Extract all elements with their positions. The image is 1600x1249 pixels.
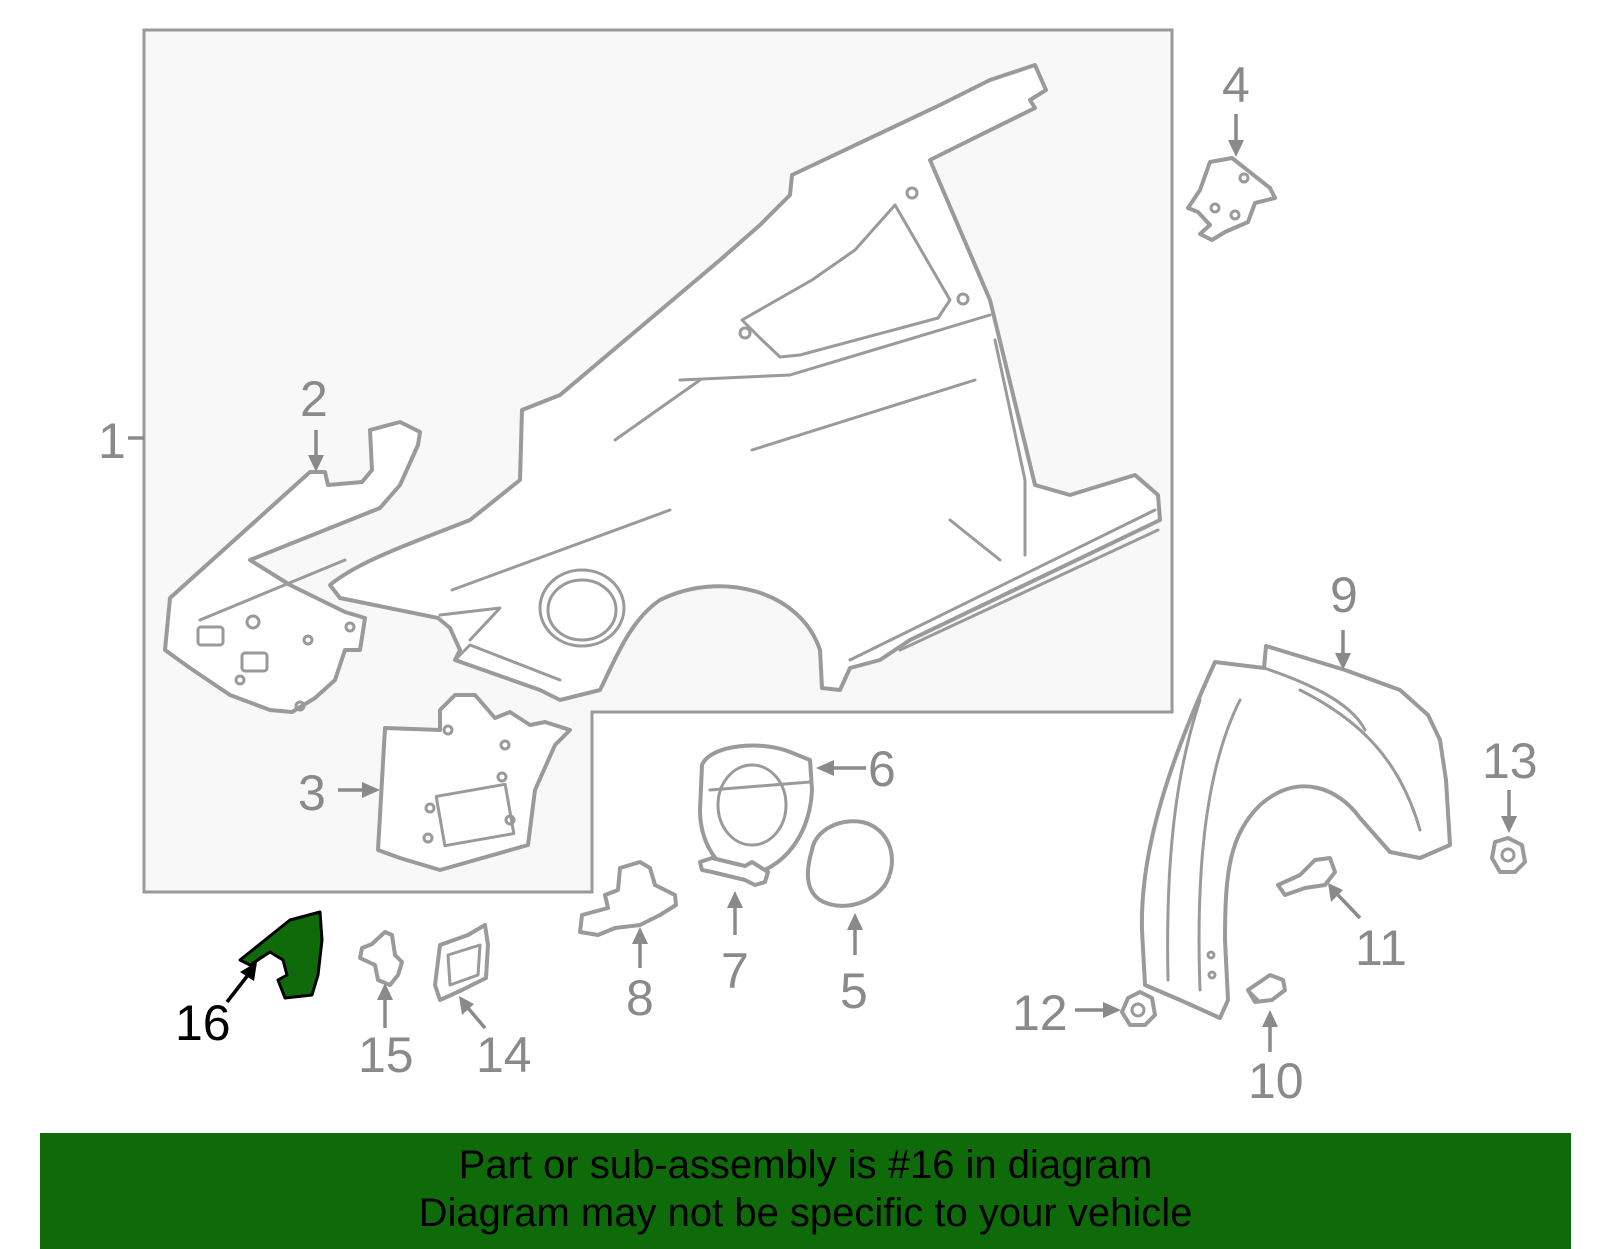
part-12-nut (1120, 990, 1157, 1027)
parts-diagram: 1 2 3 4 5 6 7 8 9 10 11 12 13 14 15 16 (98, 28, 1538, 1109)
leader-arrows (225, 114, 1517, 1052)
callout-8: 8 (626, 970, 654, 1026)
part-11-bolt (1276, 856, 1337, 897)
quarter-panel-part (328, 63, 1162, 702)
part-14-clip (433, 923, 490, 1002)
part-15-clip (358, 930, 404, 987)
callout-15: 15 (358, 1027, 414, 1083)
callout-6: 6 (868, 741, 896, 797)
part-8-bracket (578, 860, 678, 937)
callout-7: 7 (721, 943, 749, 999)
banner-line-1: Part or sub-assembly is #16 in diagram (458, 1143, 1153, 1187)
callout-9: 9 (1330, 567, 1358, 623)
info-banner: Part or sub-assembly is #16 in diagram D… (40, 1133, 1571, 1249)
callout-13: 13 (1482, 733, 1538, 789)
part-9-wheel-liner (1139, 644, 1452, 1020)
part-13-nut (1490, 836, 1527, 874)
part-7-fastener (698, 856, 770, 887)
callout-14: 14 (476, 1027, 532, 1083)
callout-12: 12 (1012, 985, 1068, 1041)
callout-3: 3 (298, 765, 326, 821)
banner-line-2: Diagram may not be specific to your vehi… (418, 1191, 1193, 1235)
callout-1: 1 (98, 413, 126, 469)
callout-2: 2 (300, 371, 328, 427)
callout-4: 4 (1222, 57, 1250, 113)
part-16-highlighted[interactable] (238, 910, 324, 1000)
part-10-bolt (1246, 973, 1287, 1004)
part-5-fuel-door (805, 819, 894, 908)
part-2-bracket (163, 420, 422, 714)
callout-16[interactable]: 16 (175, 995, 231, 1051)
callout-5: 5 (840, 963, 868, 1019)
part-3-panel (376, 693, 572, 872)
part-4-bracket (1186, 156, 1277, 242)
callout-10: 10 (1248, 1053, 1304, 1109)
callout-11: 11 (1355, 920, 1407, 976)
part-6-fuel-housing (698, 743, 814, 874)
